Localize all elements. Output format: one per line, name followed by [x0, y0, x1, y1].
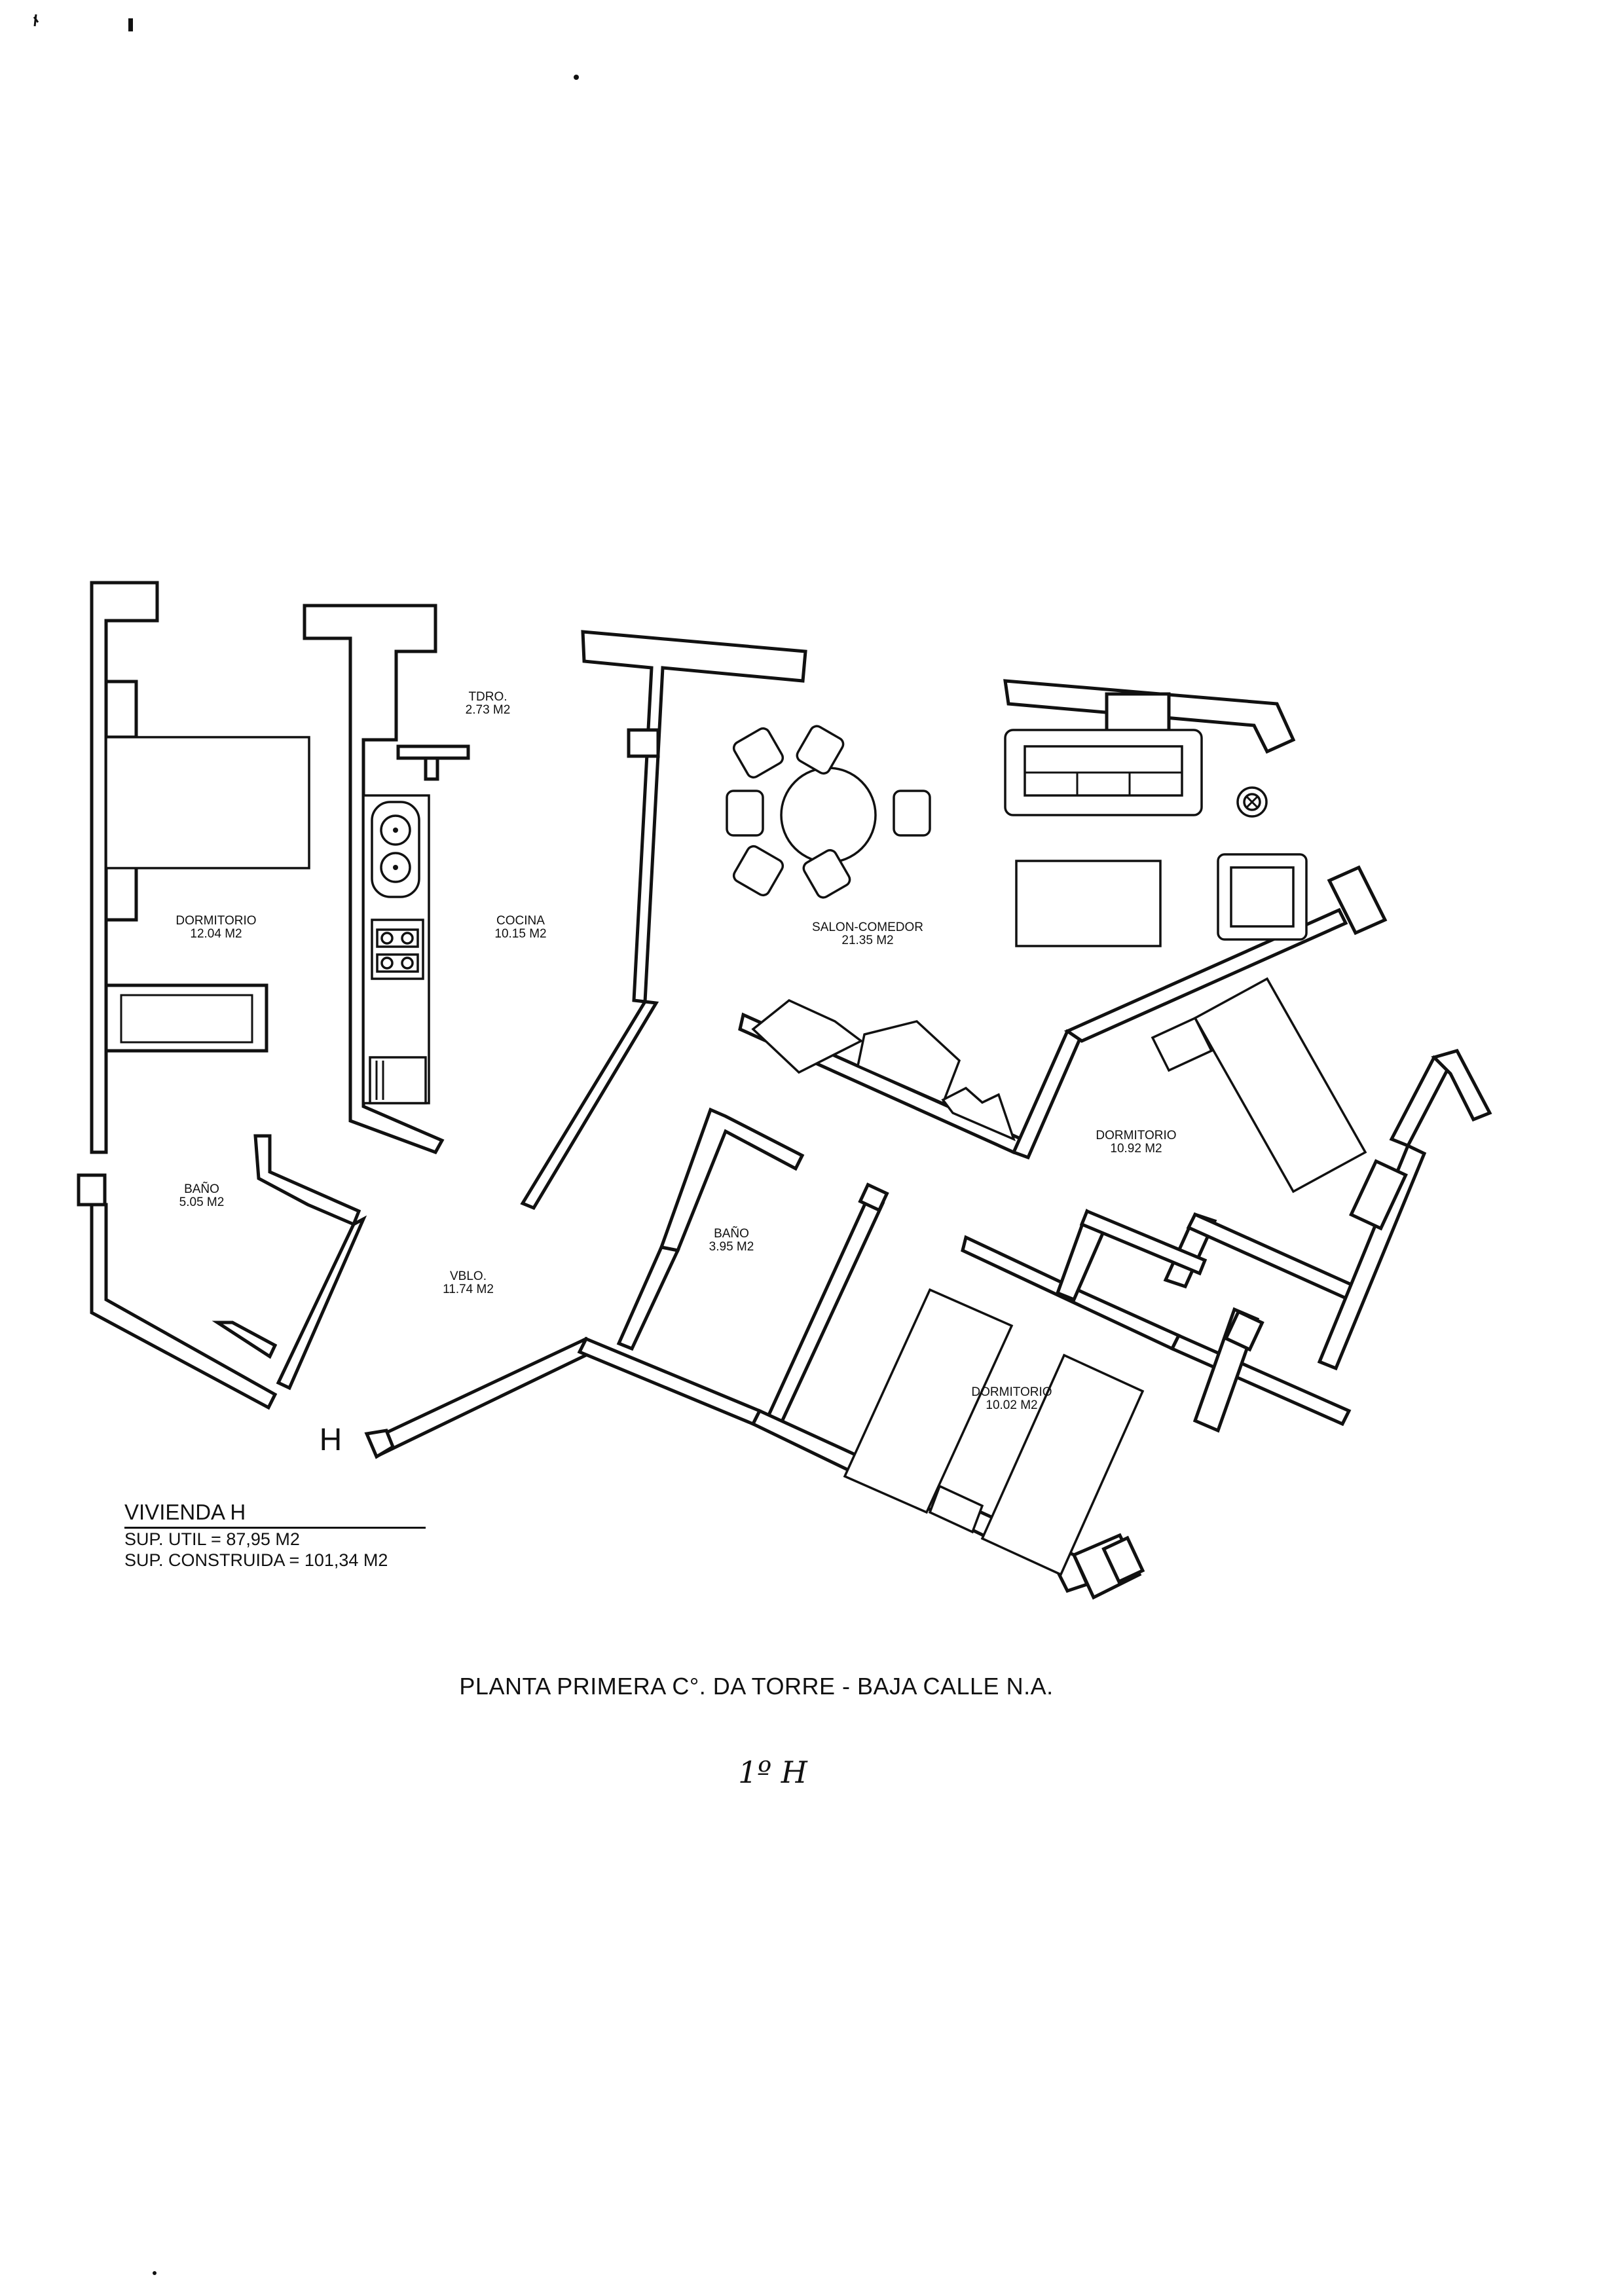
- room-name-salon: SALON-COMEDOR: [812, 920, 923, 934]
- dwelling-info: VIVIENDA H SUP. UTIL = 87,95 M2 SUP. CON…: [124, 1499, 426, 1571]
- scan-marks: [33, 14, 579, 2275]
- sink-icon: [371, 801, 420, 898]
- sofa: [1004, 729, 1203, 816]
- bed: [1193, 977, 1367, 1194]
- room-area-vblo: 11.74 M2: [443, 1283, 494, 1296]
- handwritten-note: 1º H: [738, 1755, 807, 1790]
- useful-area: SUP. UTIL = 87,95 M2: [124, 1529, 300, 1549]
- room-name-vblo: VBLO.: [450, 1269, 487, 1283]
- room-area-bano-1: 5.05 M2: [179, 1195, 225, 1209]
- chairs: [726, 725, 931, 899]
- room-name-cocina: COCINA: [496, 914, 545, 928]
- room-name-dormitorio-2: DORMITORIO: [1096, 1129, 1176, 1142]
- bed: [980, 1353, 1145, 1576]
- dining-table: [780, 767, 877, 864]
- room-name-dormitorio-3: DORMITORIO: [971, 1385, 1052, 1399]
- armchair: [1217, 853, 1308, 941]
- lamp-icon: [1236, 786, 1268, 818]
- room-area-dormitorio-2: 10.92 M2: [1110, 1142, 1162, 1156]
- stove-icon: [371, 919, 424, 980]
- built-area: SUP. CONSTRUIDA = 101,34 M2: [124, 1550, 388, 1570]
- entrance-marker: H: [320, 1423, 342, 1457]
- room-name-dormitorio-1: DORMITORIO: [175, 914, 256, 928]
- room-name-bano-1: BAÑO: [184, 1182, 219, 1196]
- room-area-tdro: 2.73 M2: [466, 703, 511, 717]
- plan-caption: PLANTA PRIMERA C°. DA TORRE - BAJA CALLE…: [459, 1673, 1054, 1700]
- coffee-table: [1015, 860, 1162, 947]
- room-area-cocina: 10.15 M2: [494, 927, 546, 941]
- room-area-salon: 21.35 M2: [841, 934, 893, 947]
- room-name-bano-2: BAÑO: [714, 1226, 749, 1241]
- bed: [105, 736, 310, 869]
- fridge: [369, 1056, 427, 1104]
- room-area-dormitorio-1: 12.04 M2: [190, 927, 242, 941]
- room-area-bano-2: 3.95 M2: [709, 1240, 754, 1254]
- bed: [843, 1288, 1014, 1514]
- furniture: [105, 725, 1367, 1576]
- dwelling-title: VIVIENDA H: [124, 1499, 426, 1529]
- fridge-hatch: [375, 1061, 384, 1100]
- room-name-tdro: TDRO.: [468, 690, 507, 704]
- room-area-dormitorio-3: 10.02 M2: [986, 1398, 1037, 1412]
- room-labels: DORMITORIO 12.04 M2 TDRO. 2.73 M2 COCINA…: [175, 690, 1176, 1457]
